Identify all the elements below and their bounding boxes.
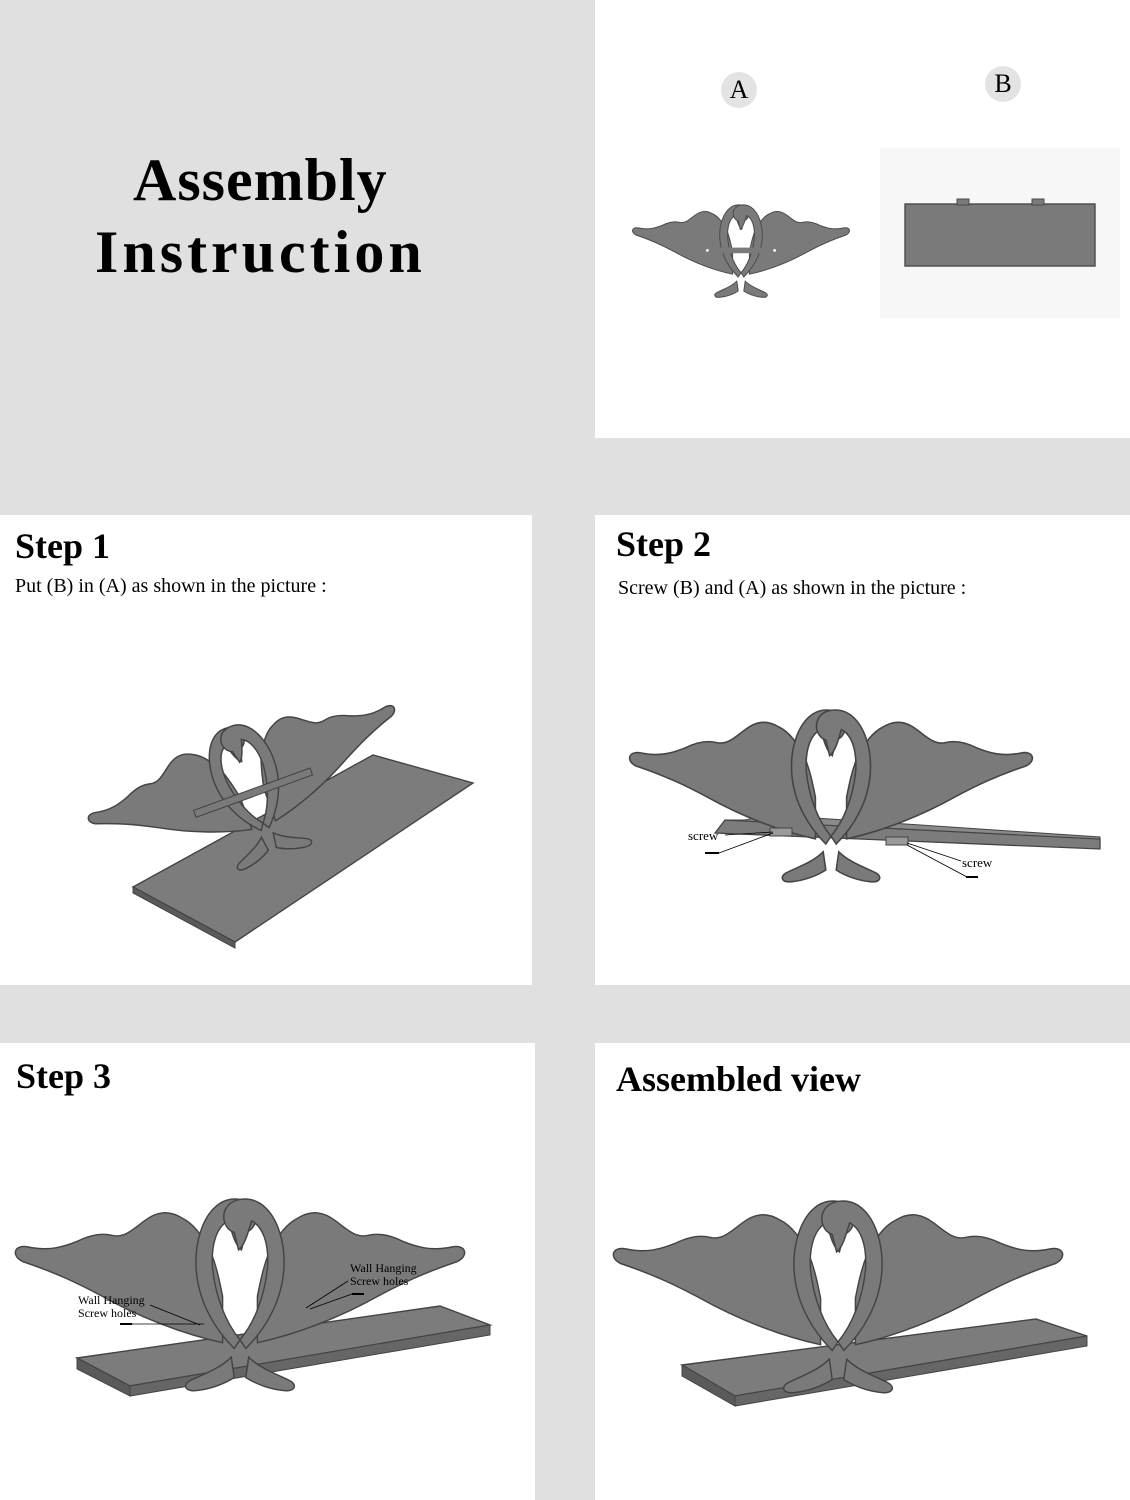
parts-panel: A B (595, 0, 1130, 438)
part-b-illustration (880, 148, 1120, 318)
step3-callout-left-line2: Screw holes (78, 1306, 137, 1320)
assembled-illustration (595, 1043, 1088, 1407)
step2-callout-left: screw (688, 828, 719, 843)
step2-description: Screw (B) and (A) as shown in the pictur… (618, 577, 967, 599)
step3-title: Step 3 (16, 1056, 112, 1096)
assembled-panel: Assembled view (595, 1043, 1130, 1500)
step2-illustration: screw screw (595, 515, 1101, 985)
step3-panel: Step 3 Wall Hanging Screw holes Wall Han… (0, 1043, 535, 1500)
step1-description: Put (B) in (A) as shown in the picture : (15, 575, 327, 597)
step2-callout-right: screw (962, 855, 993, 870)
part-a-label: A (721, 72, 757, 108)
title-line-1: Assembly (133, 147, 388, 213)
title-line-2: Instruction (95, 219, 426, 285)
step3-callout-right-line2: Screw holes (350, 1274, 409, 1288)
step1-illustration (0, 515, 475, 949)
step3-callout-left-line1: Wall Hanging (78, 1293, 145, 1307)
assembled-title: Assembled view (616, 1059, 861, 1099)
step3-illustration: Wall Hanging Screw holes Wall Hanging Sc… (0, 1043, 493, 1397)
step2-title: Step 2 (616, 524, 712, 564)
part-a-illustration (595, 0, 1130, 438)
step1-title: Step 1 (15, 526, 111, 566)
part-b-label: B (985, 66, 1021, 102)
step3-callout-right-line1: Wall Hanging (350, 1261, 417, 1275)
step2-panel: Step 2 Screw (B) and (A) as shown in the… (595, 515, 1130, 985)
step1-panel: Step 1 Put (B) in (A) as shown in the pi… (0, 515, 532, 985)
